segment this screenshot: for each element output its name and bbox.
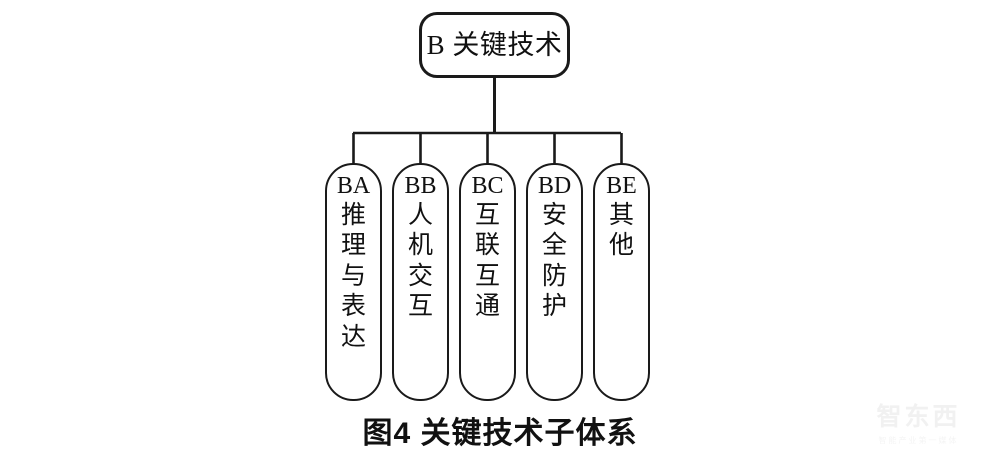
node-be-other[interactable]: BE 其他 bbox=[593, 163, 650, 401]
node-be-code: BE bbox=[606, 173, 637, 199]
node-bd-code: BD bbox=[537, 173, 572, 199]
node-bb-human-machine-interaction[interactable]: BB 人机交互 bbox=[392, 163, 449, 401]
node-root-label: B 关键技术 bbox=[426, 29, 563, 60]
node-bb-label: 人机交互 bbox=[407, 201, 433, 321]
node-bd-security-protection[interactable]: BD 安全防护 bbox=[526, 163, 583, 401]
node-root-key-technology[interactable]: B 关键技术 bbox=[419, 12, 570, 78]
node-ba-label: 推理与表达 bbox=[340, 201, 366, 351]
watermark-mark-text: 智东西 bbox=[876, 403, 961, 431]
node-ba-code: BA bbox=[336, 173, 371, 199]
figure-caption: 图4 关键技术子体系 bbox=[362, 417, 638, 450]
node-bc-interconnection[interactable]: BC 互联互通 bbox=[459, 163, 516, 401]
node-bd-label: 安全防护 bbox=[541, 201, 567, 321]
watermark-subtitle-text: 智能产业第一媒体 bbox=[878, 436, 959, 445]
watermark-logo: 智东西 智能产业第一媒体 bbox=[851, 396, 986, 454]
node-bb-code: BB bbox=[404, 173, 437, 199]
node-bc-code: BC bbox=[471, 173, 504, 199]
node-be-label: 其他 bbox=[608, 201, 634, 260]
node-bc-label: 互联互通 bbox=[474, 201, 500, 321]
node-ba-reasoning-representation[interactable]: BA 推理与表达 bbox=[325, 163, 382, 401]
